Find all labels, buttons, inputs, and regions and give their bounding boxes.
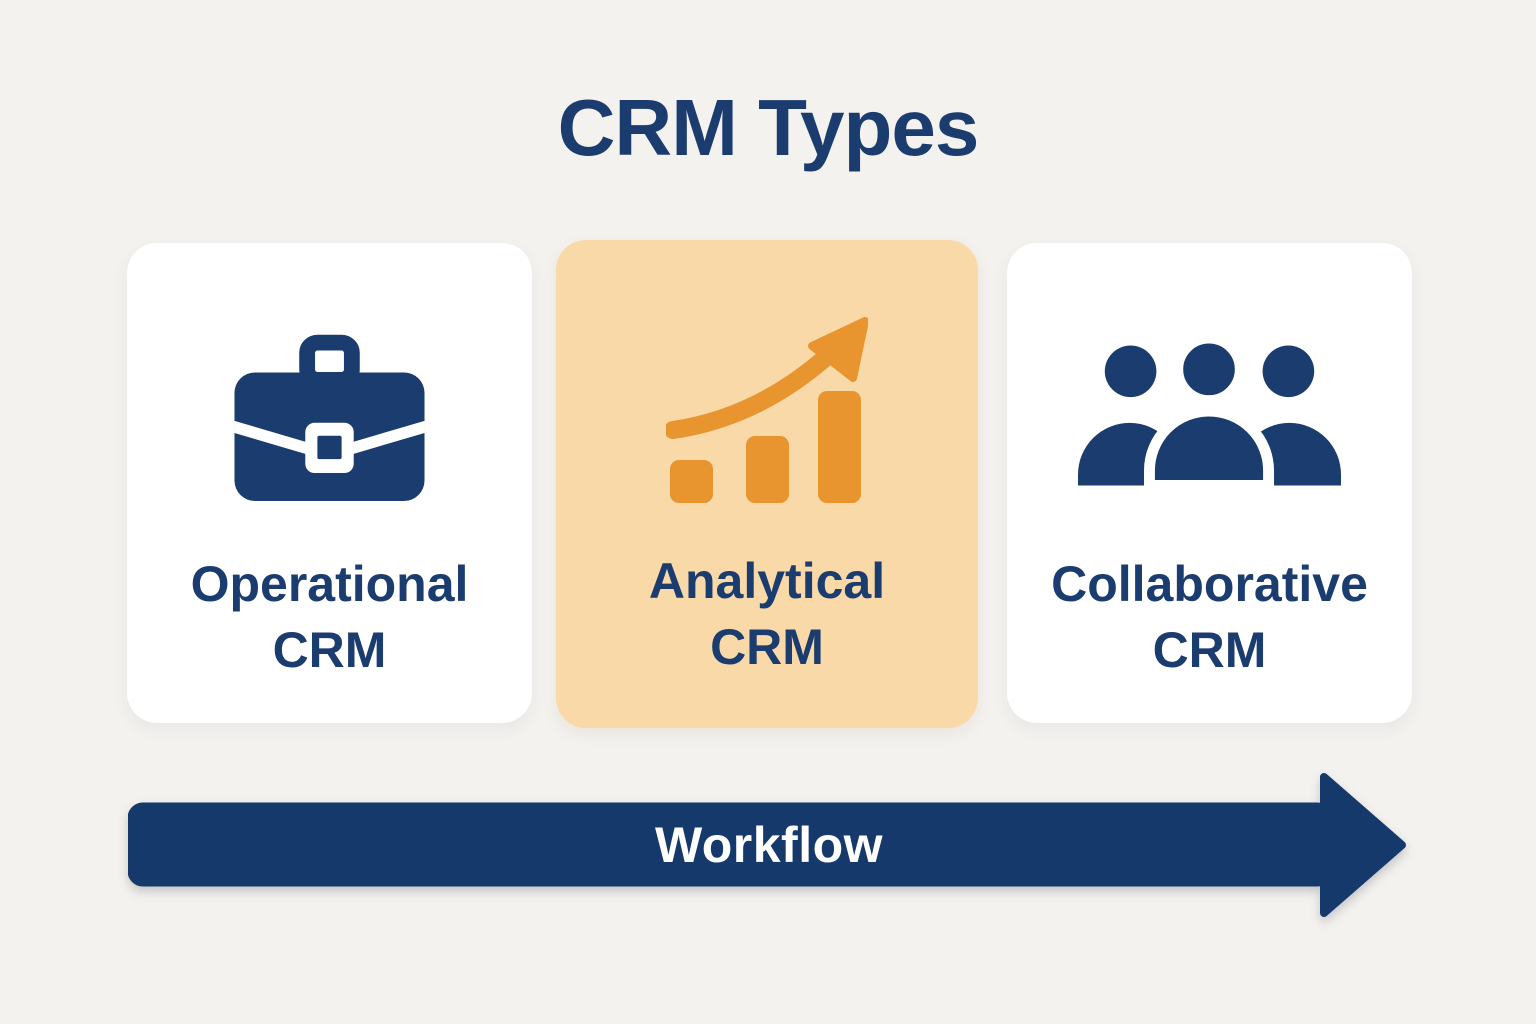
card-label-analytical: Analytical CRM bbox=[649, 548, 885, 680]
workflow-arrow-label: Workflow bbox=[654, 817, 884, 873]
card-label-collaborative: Collaborative CRM bbox=[1051, 551, 1368, 683]
card-label-line2: CRM bbox=[272, 622, 387, 678]
briefcase-icon bbox=[227, 319, 432, 505]
people-group-icon bbox=[1078, 319, 1341, 505]
bar-chart-growth-icon bbox=[666, 316, 868, 503]
card-label-operational: Operational CRM bbox=[191, 551, 469, 683]
card-label-line1: Collaborative bbox=[1051, 556, 1368, 612]
card-label-line1: Operational bbox=[190, 556, 469, 612]
card-label-line2: CRM bbox=[1152, 622, 1267, 678]
card-collaborative-crm: Collaborative CRM bbox=[1007, 243, 1412, 723]
page-title: CRM Types bbox=[557, 83, 980, 172]
workflow-arrow: Workflow bbox=[128, 773, 1410, 917]
card-label-line1: Analytical bbox=[648, 553, 886, 609]
card-analytical-crm: Analytical CRM bbox=[556, 240, 978, 728]
card-operational-crm: Operational CRM bbox=[127, 243, 532, 723]
card-label-line2: CRM bbox=[710, 619, 824, 675]
